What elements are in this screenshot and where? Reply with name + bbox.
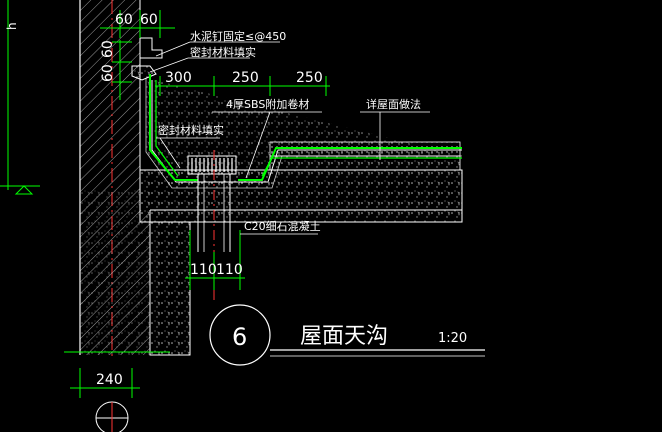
concrete-slab	[80, 169, 463, 356]
dim-bottom-b: 110	[216, 262, 243, 278]
seal-mid-note: 密封材料填实	[158, 123, 224, 137]
dim-left-b: 60	[100, 64, 116, 82]
dim-top-b: 60	[140, 12, 158, 28]
dim-span-1: 300	[165, 70, 192, 86]
roof-layers	[145, 78, 462, 189]
c20-note: C20细石混凝土	[244, 219, 321, 233]
dimension-texts: 60 60 60 60 300 250 250 110 110 240	[96, 12, 323, 388]
annotation-texts: 水泥钉固定≤@450 密封材料填实 4厚SBS附加卷材 详屋面做法 密封材料填实…	[158, 29, 421, 233]
dimension-lines	[64, 10, 330, 398]
roof-note: 详屋面做法	[366, 97, 421, 111]
nail-note: 水泥钉固定≤@450	[190, 29, 286, 43]
annotation-leaders	[149, 41, 430, 235]
detail-circle	[209, 304, 271, 366]
detail-callout: 6 屋面天沟 1:20	[209, 304, 485, 366]
dim-span-2: 250	[232, 70, 259, 86]
detail-number: 6	[232, 323, 247, 351]
level-marker: h	[0, 0, 40, 195]
section-symbol	[95, 401, 129, 432]
level-mark-text: h	[5, 22, 19, 30]
detail-scale: 1:20	[438, 331, 467, 346]
waterproof-membrane	[149, 74, 462, 181]
seal-top-note: 密封材料填实	[190, 45, 256, 59]
sbs-note: 4厚SBS附加卷材	[226, 97, 309, 111]
dim-bottom-a: 110	[190, 262, 217, 278]
dim-top-a: 60	[115, 12, 133, 28]
detail-title: 屋面天沟	[300, 324, 388, 349]
dim-wall: 240	[96, 372, 123, 388]
dim-span-3: 250	[296, 70, 323, 86]
dim-left-a: 60	[100, 40, 116, 58]
